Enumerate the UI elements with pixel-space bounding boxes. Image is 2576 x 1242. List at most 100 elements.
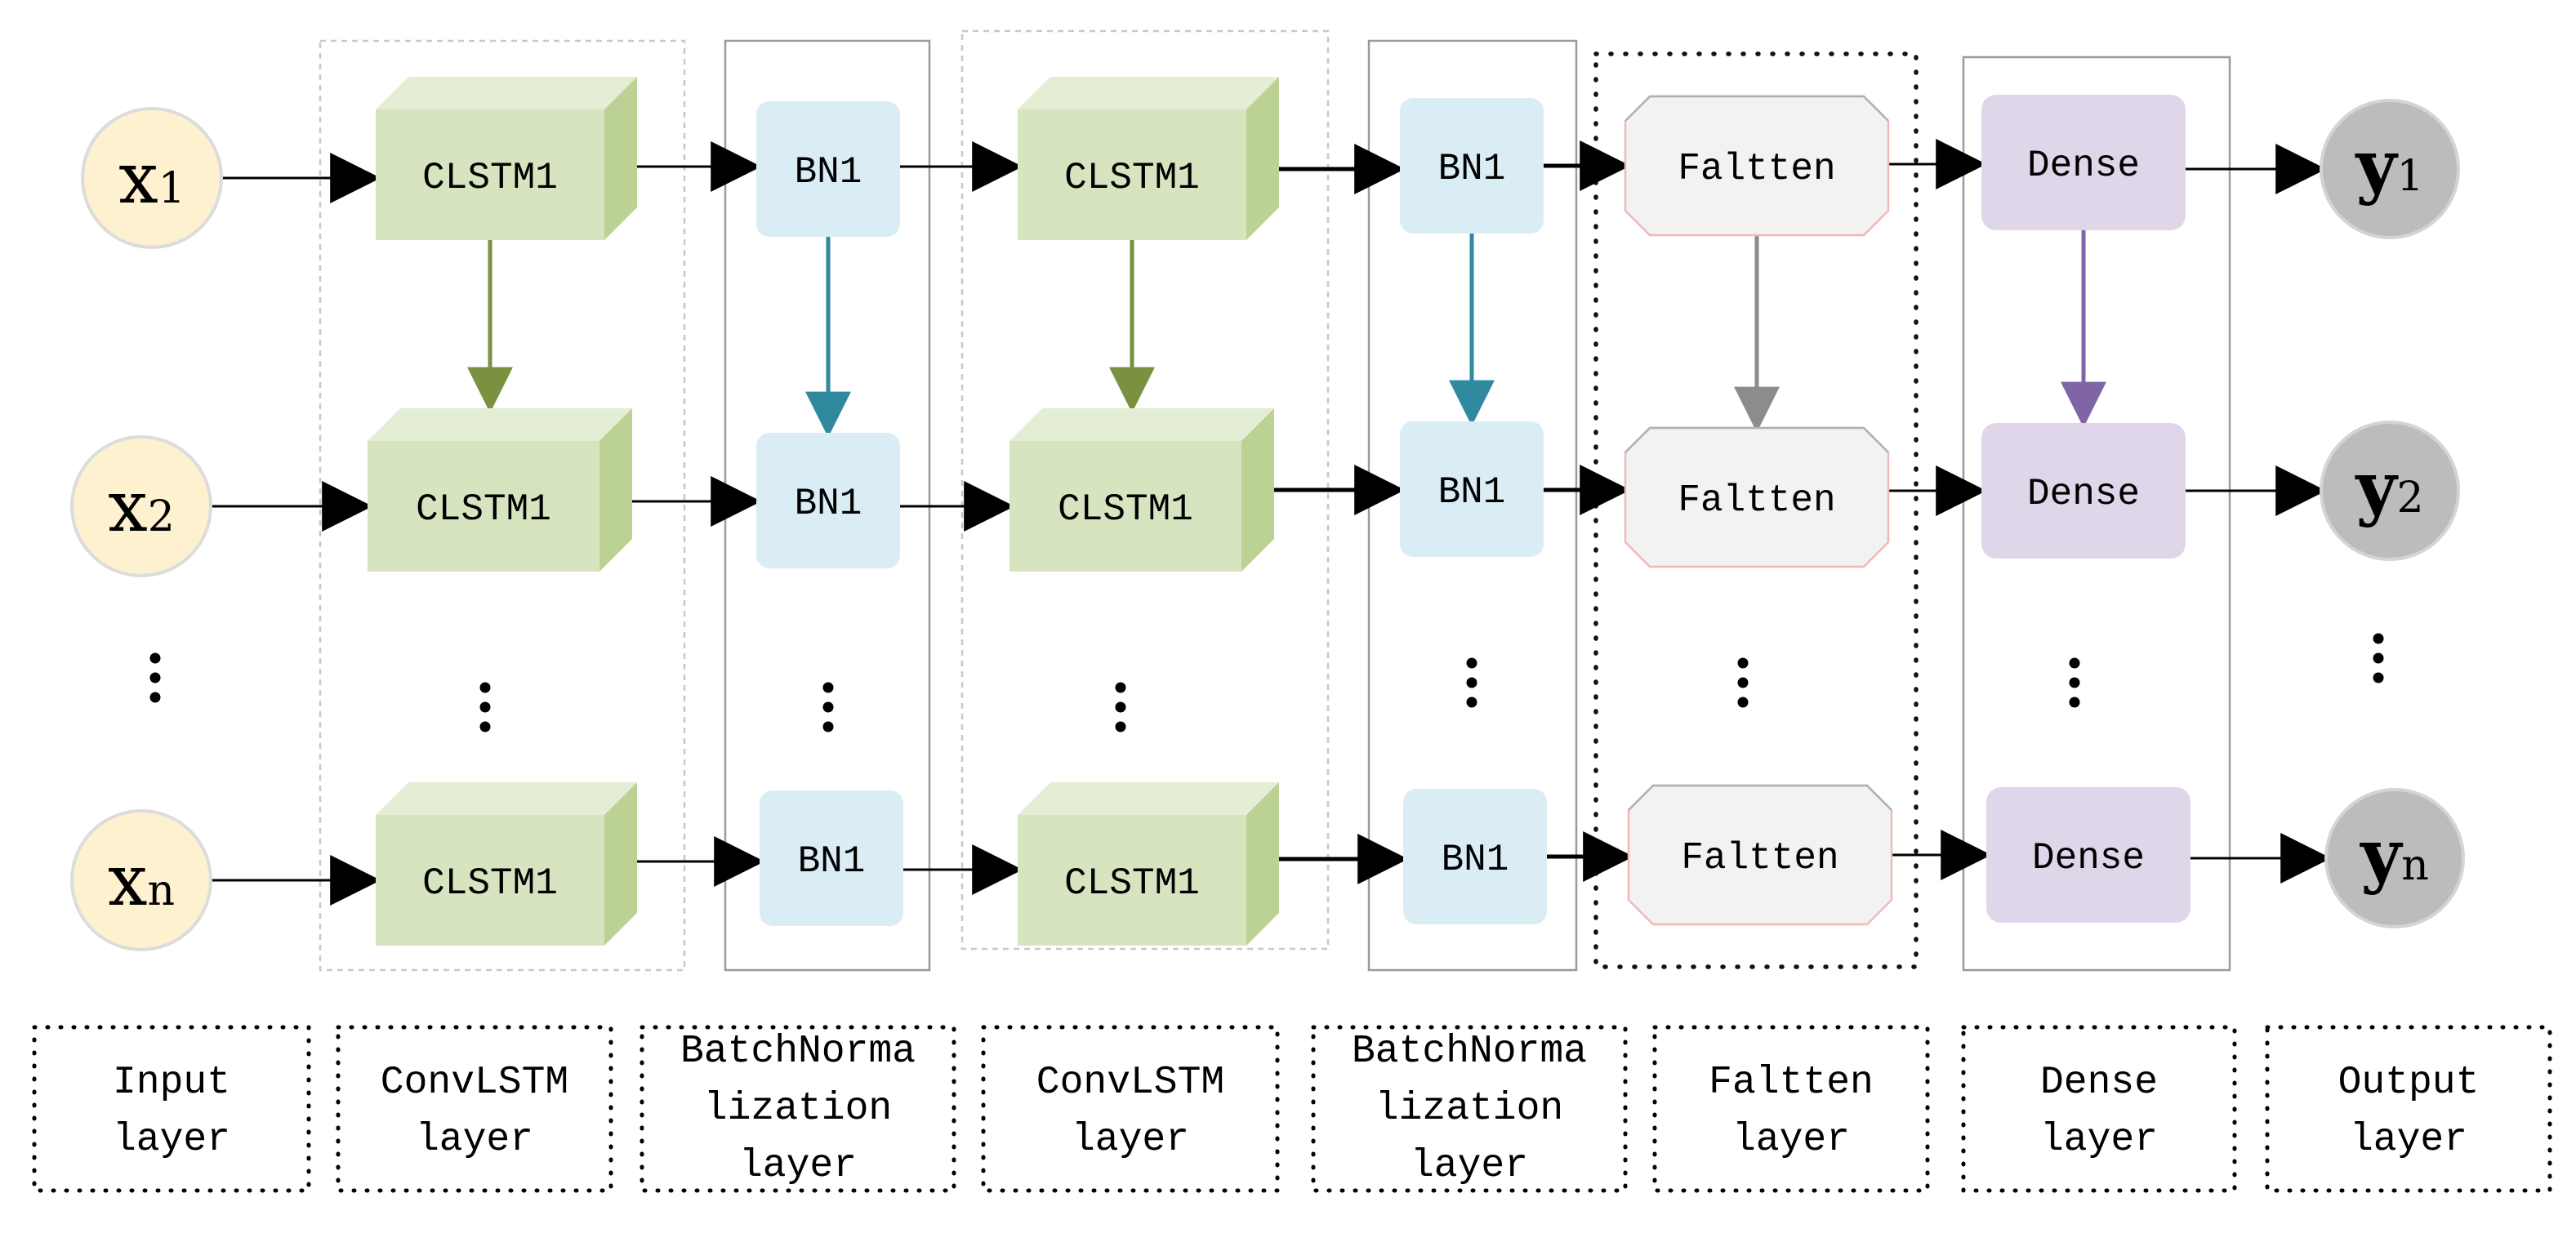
bn-box: BN1 — [1403, 789, 1547, 924]
flatten-group — [1593, 51, 1919, 969]
layer-label-line: layer — [416, 1118, 533, 1162]
output-symbol: y — [2354, 447, 2399, 529]
bn-label: BN1 — [1438, 471, 1506, 514]
ellipsis-dot — [1466, 697, 1477, 708]
dense-node: Dense — [1986, 787, 2190, 923]
output-symbol: y — [2359, 814, 2404, 897]
clstm-cube: CLSTM1 — [368, 408, 632, 572]
clstm-label: CLSTM1 — [1058, 488, 1193, 531]
clstm-cube: CLSTM1 — [376, 782, 637, 946]
layer-label-line: Dense — [2040, 1061, 2158, 1105]
ellipsis-dot — [149, 672, 161, 683]
output-symbol: y — [2354, 125, 2399, 207]
clstm-cube: CLSTM1 — [376, 77, 637, 240]
input-subscript: n — [148, 866, 176, 915]
ellipsis-dot — [479, 701, 491, 713]
ellipsis-markers — [149, 633, 2384, 732]
flatten-node: Faltten — [1627, 784, 1893, 926]
ellipsis-dot — [2373, 633, 2384, 644]
layer-label-line: BatchNorma — [1352, 1030, 1587, 1074]
bn-label: BN1 — [798, 840, 866, 883]
input-node-2: x2 — [70, 435, 212, 577]
flatten-node: Faltten — [1624, 95, 1890, 237]
svg-text:x1: x1 — [118, 138, 185, 220]
layer-label-flatten: Faltten layer — [1652, 1025, 1930, 1193]
ellipsis-dot — [822, 701, 834, 713]
convlstm-column-2: CLSTM1 CLSTM1 CLSTM1 — [1009, 77, 1279, 946]
layer-label-line: BatchNorma — [680, 1030, 916, 1074]
layer-label-line: layer — [739, 1144, 857, 1188]
bn-label: BN1 — [795, 151, 862, 194]
flatten-label: Faltten — [1678, 148, 1835, 190]
bn-box: BN1 — [760, 790, 903, 926]
layer-label-line: layer — [1411, 1144, 1528, 1188]
layer-label-line: layer — [2040, 1118, 2158, 1162]
output-node-1: y1 — [2320, 99, 2460, 239]
input-subscript: 2 — [148, 492, 175, 541]
ellipsis-dot — [1737, 657, 1749, 669]
output-node-n: yn — [2324, 788, 2465, 928]
dense-node: Dense — [1981, 95, 2186, 230]
flatten-column: Faltten Faltten Faltten — [1624, 95, 1893, 926]
clstm-label: CLSTM1 — [416, 488, 551, 531]
output-subscript: n — [2401, 841, 2429, 890]
ellipsis-dot — [2069, 657, 2080, 669]
output-nodes: y1 y2 yn — [2320, 99, 2465, 928]
svg-text:xn: xn — [108, 840, 175, 922]
ellipsis-dot — [2069, 697, 2080, 708]
bn-label: BN1 — [795, 483, 862, 525]
layer-label-row: Input layer ConvLSTM layer BatchNorma li… — [32, 1025, 2552, 1193]
clstm-label: CLSTM1 — [1064, 862, 1200, 905]
layer-label-line: Input — [113, 1061, 230, 1105]
dense-label: Dense — [2032, 837, 2145, 879]
layer-label-line: lization — [704, 1087, 892, 1131]
layer-label-line: Output — [2338, 1061, 2480, 1105]
svg-text:y1: y1 — [2354, 125, 2423, 207]
ellipsis-dot — [1115, 701, 1126, 713]
layer-label-line: ConvLSTM — [1036, 1061, 1224, 1105]
ellipsis-dot — [1466, 677, 1477, 688]
input-nodes: x1 x2 xn — [70, 107, 223, 951]
flatten-label: Faltten — [1681, 837, 1838, 879]
input-node-n: xn — [70, 809, 212, 951]
ellipsis-dot — [822, 682, 834, 693]
layer-label-line: lization — [1375, 1087, 1563, 1131]
bn-box: BN1 — [1400, 421, 1544, 557]
layer-label-convlstm-1: ConvLSTM layer — [336, 1025, 613, 1193]
layer-label-line: layer — [1732, 1118, 1850, 1162]
layer-label-line: Faltten — [1709, 1061, 1874, 1105]
dense-label: Dense — [2027, 473, 2140, 515]
layer-label-line: layer — [113, 1118, 230, 1162]
ellipsis-dot — [822, 721, 834, 732]
layer-label-output: Output layer — [2265, 1025, 2552, 1193]
bn-box: BN1 — [756, 433, 900, 568]
bn-label: BN1 — [1442, 839, 1509, 881]
layer-label-dense: Dense layer — [1961, 1025, 2237, 1193]
input-symbol: x — [108, 840, 148, 922]
ellipsis-dot — [479, 682, 491, 693]
output-node-2: y2 — [2320, 421, 2460, 561]
convlstm-group-2 — [960, 29, 1330, 950]
ellipsis-dot — [2373, 652, 2384, 664]
bn-label: BN1 — [1438, 148, 1506, 190]
input-subscript: 1 — [158, 164, 185, 213]
horizontal-connections — [211, 139, 2332, 906]
clstm-label: CLSTM1 — [422, 862, 558, 905]
ellipsis-dot — [2069, 677, 2080, 688]
layer-label-input: Input layer — [32, 1025, 311, 1193]
ellipsis-dot — [1737, 697, 1749, 708]
svg-text:y2: y2 — [2354, 447, 2423, 529]
dense-node: Dense — [1981, 423, 2186, 559]
ellipsis-dot — [149, 692, 161, 703]
ellipsis-dot — [149, 652, 161, 664]
batchnorm-column-1: BN1 BN1 BN1 — [756, 101, 903, 926]
layer-label-line: ConvLSTM — [381, 1061, 568, 1105]
ellipsis-dot — [2373, 672, 2384, 683]
ellipsis-dot — [479, 721, 491, 732]
clstm-label: CLSTM1 — [422, 157, 558, 199]
layer-label-line: layer — [2350, 1118, 2467, 1162]
ellipsis-dot — [1115, 721, 1126, 732]
output-subscript: 2 — [2396, 474, 2423, 523]
clstm-cube: CLSTM1 — [1018, 77, 1279, 240]
